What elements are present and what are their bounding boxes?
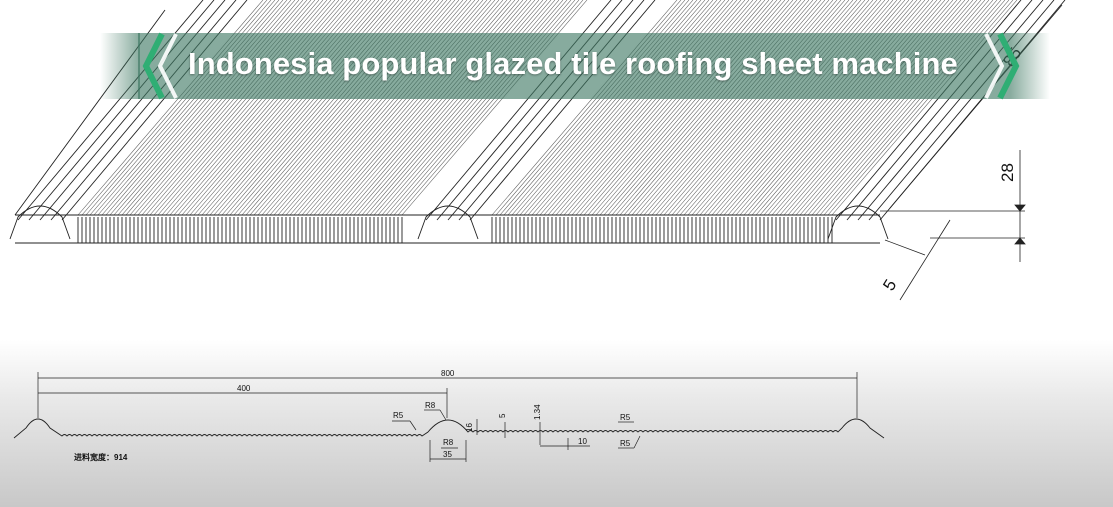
- banner-fade-left: [100, 33, 140, 99]
- iso-dim-28: 28: [998, 163, 1017, 182]
- profile-dim-r5-left: R5: [393, 411, 404, 420]
- feed-width-note: 进料宽度：914: [74, 452, 128, 462]
- profile-dim-800: 800: [441, 369, 455, 378]
- double-chevron-right-icon: [984, 32, 1020, 100]
- title-banner: [138, 33, 1010, 99]
- banner-title: Indonesia popular glazed tile roofing sh…: [188, 46, 958, 81]
- profile-outline: [13, 418, 885, 439]
- profile-dim-10: 10: [578, 437, 587, 446]
- profile-dimensions: [37, 372, 858, 462]
- bottom-shade: [0, 340, 1113, 507]
- profile-dim-1-34: 1.34: [533, 404, 542, 420]
- profile-dim-35: 35: [443, 450, 452, 459]
- profile-dim-r5-right-bottom: R5: [620, 439, 631, 448]
- profile-dim-16: 16: [465, 423, 474, 432]
- profile-dim-400: 400: [237, 384, 251, 393]
- profile-dim-r5-right-top: R5: [620, 413, 631, 422]
- profile-dim-5: 5: [498, 413, 507, 418]
- iso-sheet-front-edge: [9, 9, 889, 244]
- iso-dim-5: 5: [879, 276, 900, 294]
- profile-dim-r8-bottom: R8: [443, 438, 454, 447]
- double-chevron-left-icon: [142, 32, 178, 100]
- profile-dim-r8-top: R8: [425, 401, 436, 410]
